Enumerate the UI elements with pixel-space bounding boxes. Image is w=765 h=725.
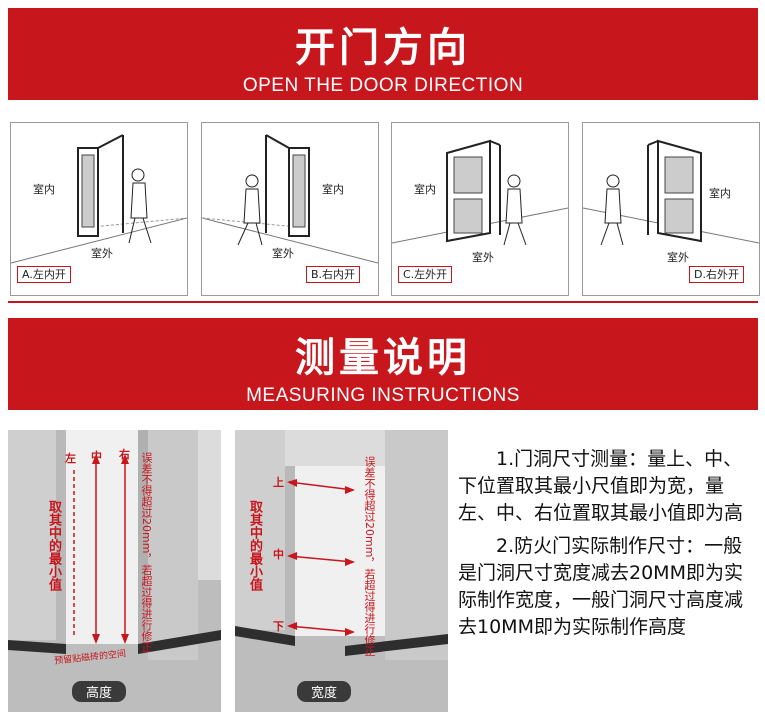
outdoor-label: 室外 xyxy=(272,247,294,260)
middle-label: 中 xyxy=(91,450,102,463)
outdoor-label: 室外 xyxy=(91,247,113,260)
outdoor-label: 室外 xyxy=(667,251,689,264)
left-label: 左 xyxy=(65,452,76,465)
section-subtitle: OPEN THE DOOR DIRECTION xyxy=(242,75,524,96)
width-measure-photo: 上 中 下 取其中的最小值 误差不得超过20mm，若超过得进行修正 宽度 xyxy=(235,430,448,712)
error-note: 误差不得超过20mm，若超过得进行修正 xyxy=(363,456,376,657)
door-illustration xyxy=(392,139,568,246)
indoor-label: 室内 xyxy=(33,183,55,196)
indoor-label: 室内 xyxy=(322,183,344,196)
door-panel-d: 室内 室外 D.右外开 xyxy=(582,122,760,296)
height-measure-photo: 左 中 右 取其中的最小值 误差不得超过20mm，若超过得进行修正 预留贴磁砖的… xyxy=(8,430,221,712)
door-type-tag: B.右内开 xyxy=(306,266,361,283)
section-title: 开门方向 xyxy=(295,25,471,71)
door-illustration xyxy=(583,139,759,246)
section-title: 测量说明 xyxy=(295,335,471,381)
section-subtitle: MEASURING INSTRUCTIONS xyxy=(246,385,520,406)
error-note: 误差不得超过20mm，若超过得进行修正 xyxy=(140,452,153,653)
measuring-instructions: 1.门洞尺寸测量：量上、中、下位置取其最小尺值即为宽，量左、中、右位置取其最小值… xyxy=(458,446,758,641)
right-label: 右 xyxy=(119,448,130,461)
door-panel-b: 室内 室外 B.右内开 xyxy=(201,122,379,296)
indoor-label: 室内 xyxy=(709,187,731,200)
door-type-tag: D.右外开 xyxy=(689,266,744,283)
bottom-label: 下 xyxy=(273,620,284,633)
outdoor-label: 室外 xyxy=(472,251,494,264)
instruction-1: 1.门洞尺寸测量：量上、中、下位置取其最小尺值即为宽，量左、中、右位置取其最小值… xyxy=(458,448,744,524)
section-divider xyxy=(8,301,758,303)
indoor-label: 室内 xyxy=(414,183,436,196)
door-panel-a: 室内 室外 A.左内开 xyxy=(10,122,188,296)
take-min-note: 取其中的最小值 xyxy=(247,500,262,591)
door-illustration xyxy=(11,134,187,264)
section-banner-measuring: 测量说明 MEASURING INSTRUCTIONS xyxy=(8,318,758,410)
middle-label: 中 xyxy=(273,548,284,561)
top-label: 上 xyxy=(273,476,284,489)
door-panel-c: 室内 室外 C.左外开 xyxy=(391,122,569,296)
instruction-2: 2.防火门实际制作尺寸：一般是门洞尺寸宽度减去20MM即为实际制作宽度，一般门洞… xyxy=(458,535,744,638)
doorway-illustration xyxy=(8,430,221,712)
take-min-note: 取其中的最小值 xyxy=(46,500,61,591)
height-caption: 高度 xyxy=(72,681,127,702)
doorway-illustration xyxy=(235,430,448,712)
width-caption: 宽度 xyxy=(297,681,352,702)
door-type-tag: A.左内开 xyxy=(17,266,71,283)
door-type-tag: C.左外开 xyxy=(398,266,453,283)
section-banner-door-direction: 开门方向 OPEN THE DOOR DIRECTION xyxy=(8,8,758,100)
door-illustration xyxy=(202,134,378,264)
